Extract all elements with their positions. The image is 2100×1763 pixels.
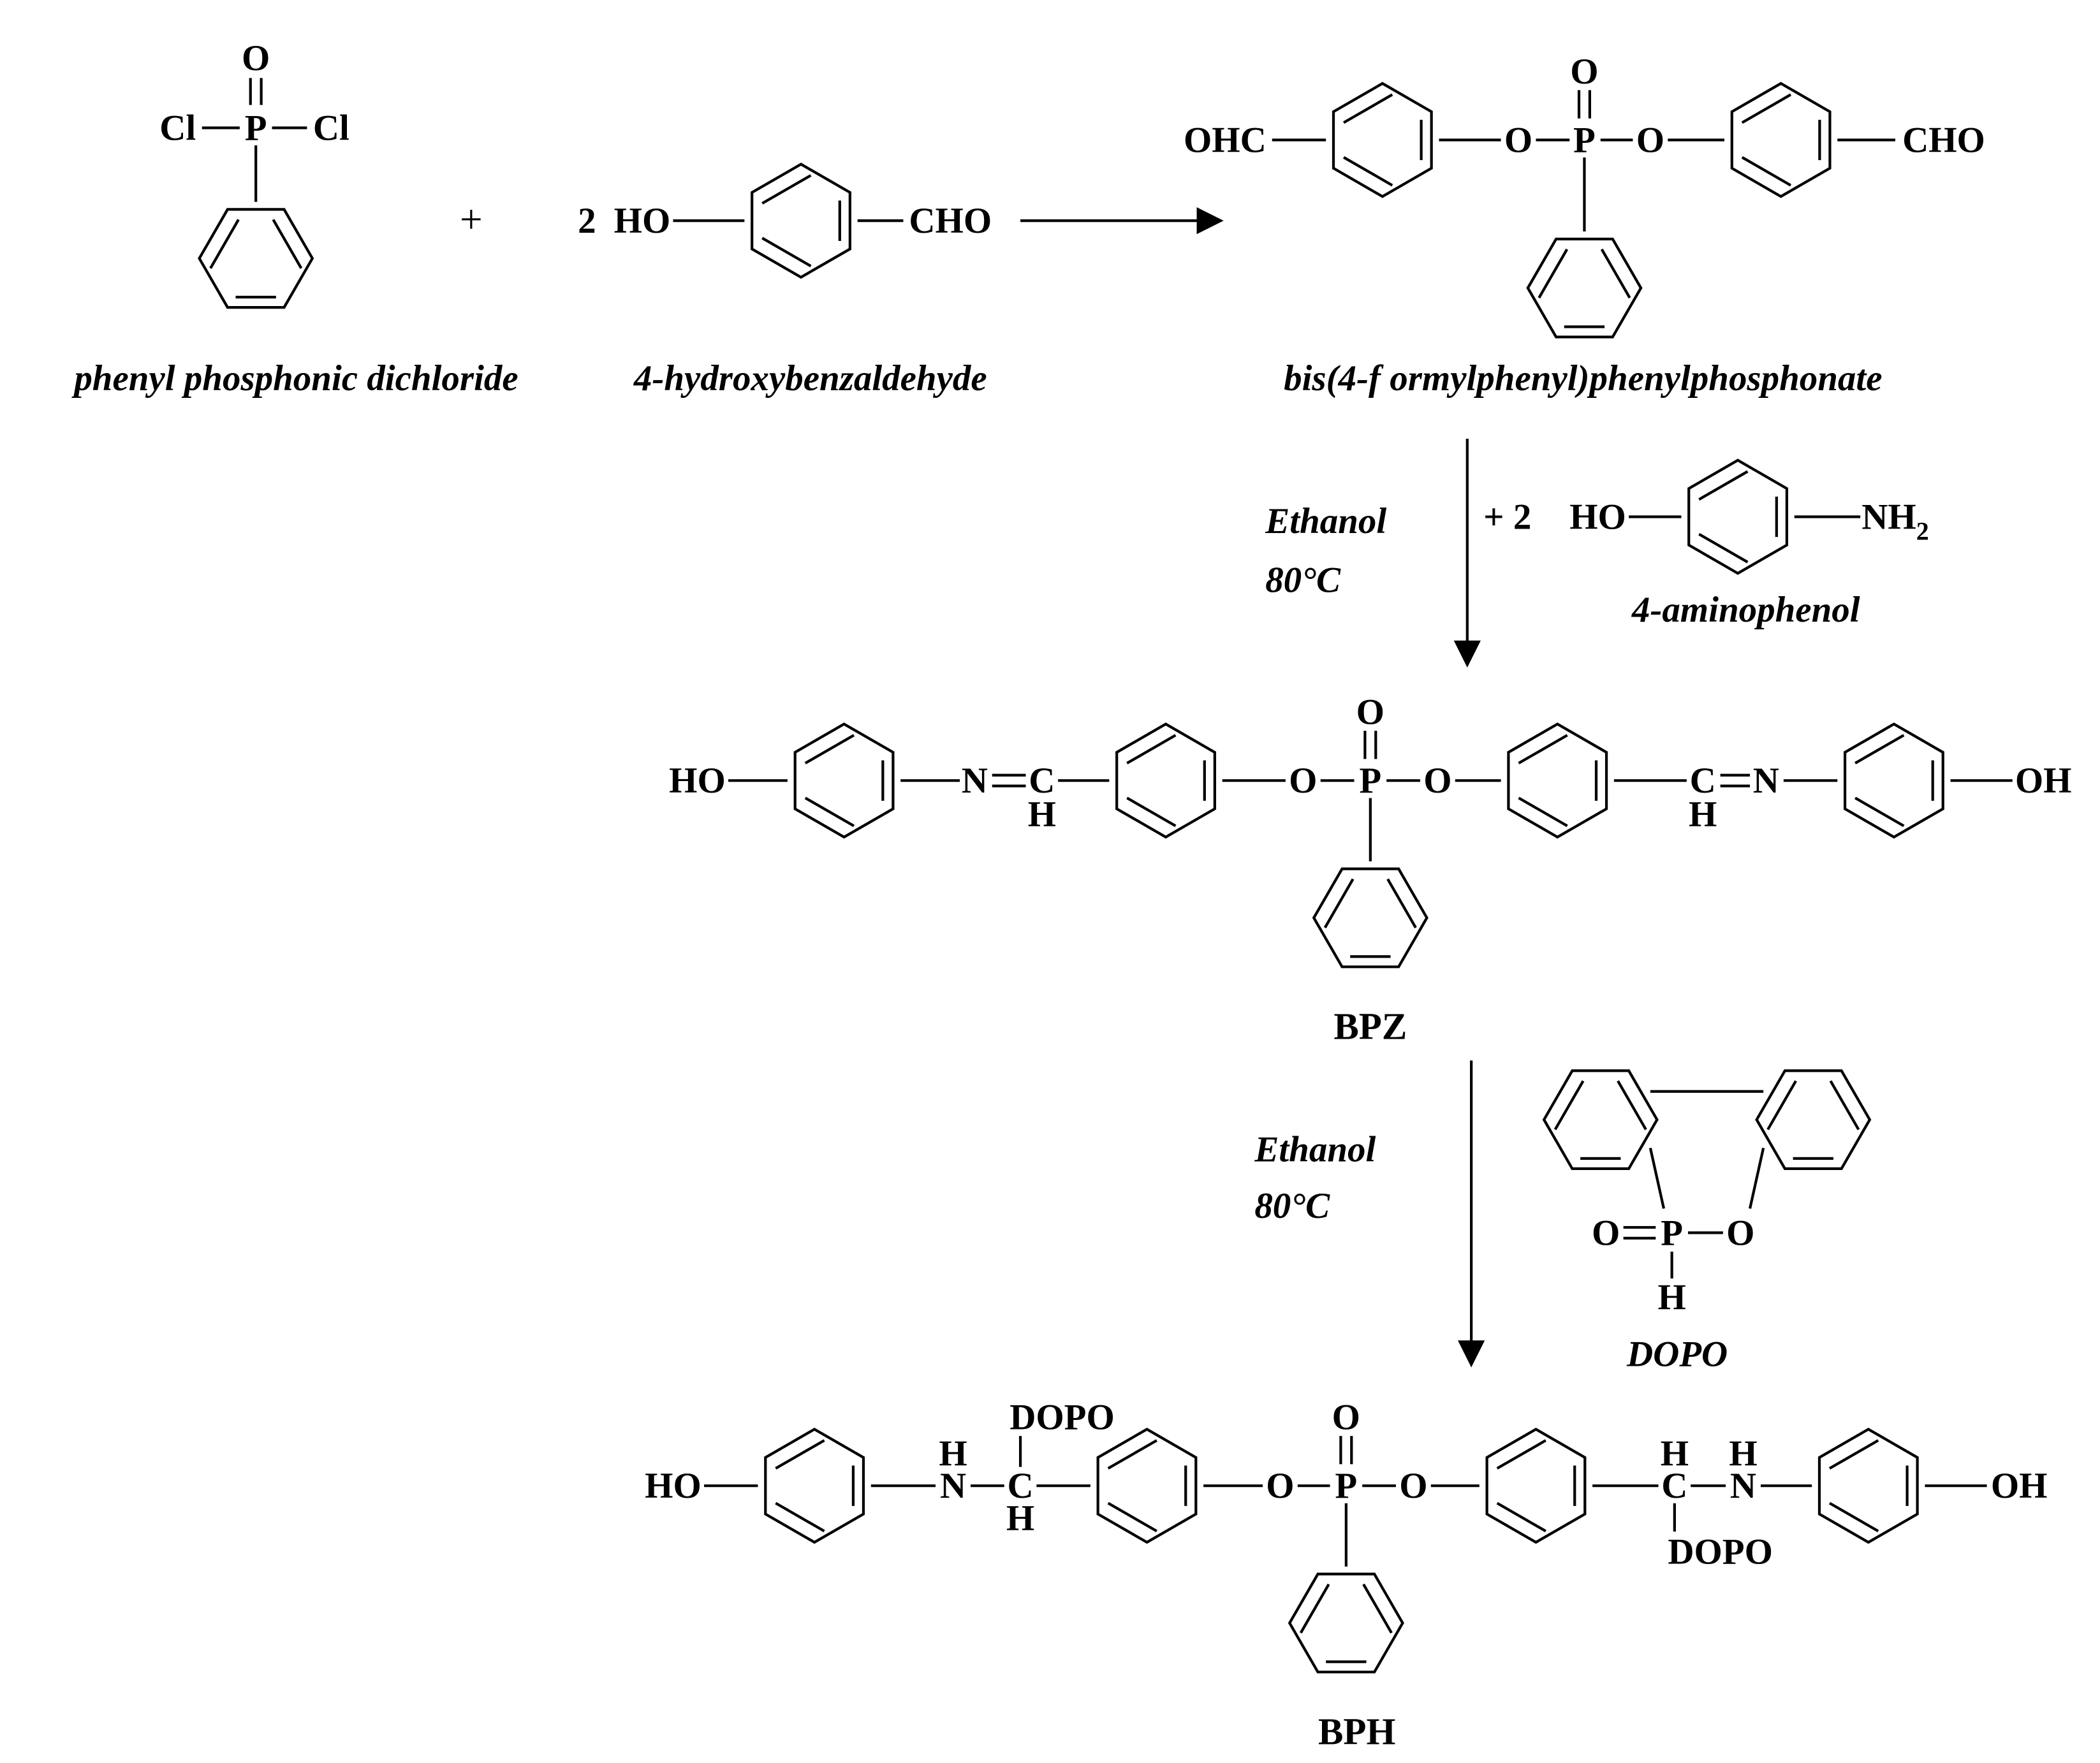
aminophenol-structure: HO NH2 (1569, 460, 1929, 573)
atom-hydrogen: H (1689, 794, 1717, 835)
atom-carbon: C (1029, 761, 1055, 801)
atom-carbon: C (1661, 1466, 1687, 1506)
group-nh2: NH2 (1861, 497, 1928, 546)
atom-chlorine-left: Cl (159, 108, 196, 149)
label-bpz: BPZ (1333, 1005, 1407, 1047)
group-cho: CHO (1902, 121, 1985, 161)
label-dopo: DOPO (1626, 1334, 1728, 1374)
group-ohc: OHC (1184, 121, 1267, 161)
group-ho: HO (614, 201, 671, 241)
atom-hydrogen: H (1661, 1434, 1689, 1474)
atom-hydrogen: H (1028, 794, 1056, 835)
phenyl-phosphonic-dichloride-structure: O P Cl Cl (159, 38, 349, 307)
atom-oxygen: O (1504, 121, 1532, 161)
step2-solvent: Ethanol (1254, 1130, 1376, 1170)
atom-phosphorus: P (245, 108, 267, 149)
atom-oxygen: O (1726, 1213, 1754, 1253)
step1-temperature: 80°C (1265, 560, 1341, 601)
atom-nitrogen: N (1730, 1466, 1756, 1506)
group-oh: OH (1991, 1466, 2048, 1506)
group-dopo: DOPO (1668, 1532, 1773, 1572)
plus-sign-1: + (460, 197, 483, 242)
label-phenyl-phosphonic-dichloride: phenyl phosphonic dichloride (71, 358, 518, 399)
atom-oxygen: O (1266, 1466, 1294, 1506)
group-dopo: DOPO (1010, 1398, 1115, 1438)
atom-phosphorus: P (1573, 121, 1596, 161)
group-ho: HO (1569, 497, 1626, 538)
label-4-aminophenol: 4-aminophenol (1631, 590, 1860, 630)
coefficient-2: 2 (578, 201, 596, 241)
atom-nitrogen: N (1753, 761, 1779, 801)
atom-chlorine-right: Cl (313, 108, 349, 149)
label-4-hydroxybenzaldehyde: 4-hydroxybenzaldehyde (633, 358, 987, 399)
group-oh: OH (2015, 761, 2072, 801)
atom-oxygen: O (1570, 52, 1598, 92)
label-bis-formylphenyl-phenylphosphonate: bis(4-f ormylphenyl)phenylphosphonate (1284, 358, 1882, 399)
atom-oxygen: O (1289, 761, 1317, 801)
atom-oxygen: O (1356, 692, 1384, 733)
bis-formylphenyl-phenylphosphonate-structure: OHC O P O O CHO (1184, 52, 1985, 337)
atom-nitrogen: N (962, 761, 988, 801)
label-bph: BPH (1318, 1710, 1395, 1752)
step2-temperature: 80°C (1254, 1186, 1330, 1226)
atom-phosphorus: P (1661, 1213, 1683, 1253)
group-ho: HO (645, 1466, 701, 1506)
atom-hydrogen: H (939, 1434, 967, 1474)
bpz-structure: HO N C H O P O O C H N OH (669, 692, 2071, 967)
atom-nitrogen: N (940, 1466, 966, 1506)
group-ho: HO (669, 761, 726, 801)
atom-oxygen: O (1636, 121, 1664, 161)
hydroxybenzaldehyde-structure: 2 HO CHO (578, 165, 992, 277)
atom-oxygen: O (1332, 1398, 1360, 1438)
atom-phosphorus: P (1335, 1466, 1357, 1506)
step1-solvent: Ethanol (1265, 501, 1386, 541)
atom-hydrogen: H (1006, 1498, 1034, 1539)
atom-hydrogen: H (1657, 1278, 1685, 1318)
group-cho: CHO (909, 201, 992, 241)
dopo-structure: O P O H (1544, 1071, 1870, 1318)
bph-structure: HO H N C H DOPO O P O O H C DOPO H N OH (645, 1398, 2048, 1672)
atom-carbon: C (1007, 1466, 1033, 1506)
atom-carbon: C (1690, 761, 1716, 801)
step1-plus-2: + 2 (1483, 497, 1531, 538)
atom-oxygen: O (1592, 1213, 1620, 1253)
atom-phosphorus: P (1359, 761, 1381, 801)
atom-oxygen: O (1399, 1466, 1427, 1506)
atom-oxygen: O (242, 38, 270, 78)
atom-oxygen: O (1423, 761, 1451, 801)
atom-hydrogen: H (1729, 1434, 1757, 1474)
